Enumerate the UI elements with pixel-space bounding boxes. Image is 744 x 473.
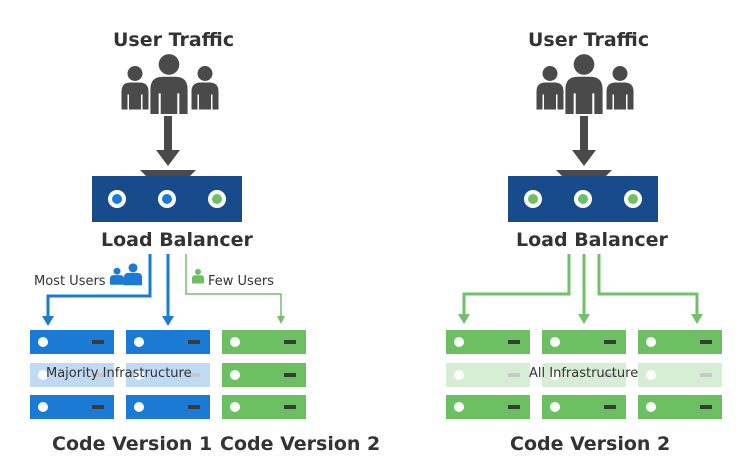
most-users-route (46, 254, 170, 318)
few-users-route (185, 254, 282, 318)
arrow-down-icon (691, 314, 703, 324)
arrow-down-icon (458, 314, 470, 324)
infrastructure-band (30, 361, 210, 387)
user-traffic-title-left: User Traffic (113, 29, 235, 51)
load-balancer-icon (508, 170, 658, 222)
arrow-down-icon (578, 314, 590, 324)
infrastructure-band (446, 361, 722, 387)
all-infrastructure-label: All Infrastructure (529, 366, 639, 381)
users-icon (121, 54, 219, 114)
code-version-2-label-right: Code Version 2 (510, 433, 671, 455)
user-icon (192, 268, 204, 284)
code-version-1-label: Code Version 1 (52, 433, 213, 455)
arrow-down-icon (42, 316, 54, 326)
load-balancer-icon (92, 170, 242, 222)
most-users-label: Most Users (34, 274, 106, 289)
few-users-label: Few Users (208, 274, 274, 289)
majority-infrastructure-label: Majority Infrastructure (46, 366, 192, 381)
all-users-route (462, 254, 699, 316)
arrow-down-icon (572, 116, 596, 166)
arrow-down-icon (277, 316, 285, 324)
code-version-2-label-left: Code Version 2 (220, 433, 381, 455)
user-traffic-title-right: User Traffic (528, 29, 650, 51)
arrow-down-icon (156, 116, 180, 166)
users-icon (536, 54, 634, 114)
load-balancer-label-left: Load Balancer (101, 229, 253, 251)
load-balancer-label-right: Load Balancer (516, 229, 668, 251)
users-icon (110, 263, 142, 286)
server-rack-icon (222, 330, 306, 419)
arrow-down-icon (162, 316, 174, 326)
